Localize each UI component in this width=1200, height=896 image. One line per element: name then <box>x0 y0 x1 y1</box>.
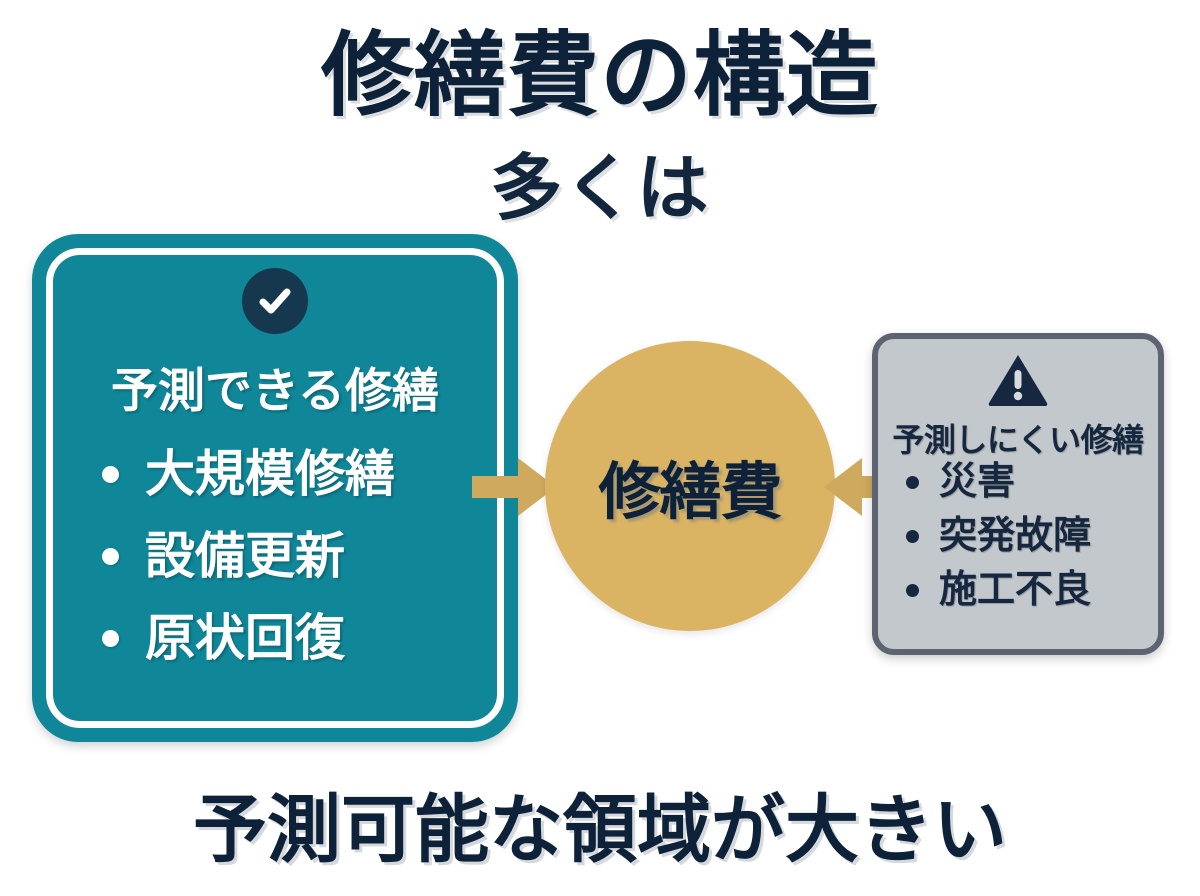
hub-label: 修繕費 <box>598 458 782 527</box>
page-subtitle: 多くは <box>490 149 710 229</box>
bullet-dot-icon <box>102 547 119 565</box>
arrow-right-icon <box>472 458 556 516</box>
unpredictable-repairs-card: 予測しにくい修繕 災害 突発故障 施工不良 <box>872 333 1164 655</box>
unpredictable-items-list: 災害 突発故障 施工不良 <box>906 461 1156 623</box>
unpredictable-card-heading: 予測しにくい修繕 <box>892 422 1144 458</box>
warning-triangle-icon <box>987 353 1049 407</box>
predictable-repairs-card: 予測できる修繕 大規模修繕 設備更新 原状回復 <box>32 234 518 742</box>
list-item-label: 施工不良 <box>939 569 1092 611</box>
list-item-label: 災害 <box>939 461 1016 503</box>
bullet-dot-icon <box>102 629 119 647</box>
list-item: 突発故障 <box>906 515 1156 557</box>
list-item-label: 大規模修繕 <box>145 446 395 502</box>
predictable-card-heading: 予測できる修繕 <box>110 364 440 417</box>
predictable-items-list: 大規模修繕 設備更新 原状回復 <box>102 446 502 692</box>
list-item-label: 原状回復 <box>145 610 345 666</box>
arrow-left-icon <box>824 458 908 516</box>
list-item-label: 設備更新 <box>145 528 345 584</box>
list-item: 大規模修繕 <box>102 446 502 502</box>
list-item: 施工不良 <box>906 569 1156 611</box>
list-item: 設備更新 <box>102 528 502 584</box>
bullet-dot-icon <box>906 529 919 543</box>
check-circle-icon <box>242 268 308 334</box>
bullet-dot-icon <box>906 475 919 489</box>
list-item: 原状回復 <box>102 610 502 666</box>
bullet-dot-icon <box>906 583 919 597</box>
conclusion-text: 予測可能な領域が大きい <box>193 788 1007 871</box>
page-title: 修繕費の構造 <box>320 25 879 127</box>
list-item: 災害 <box>906 461 1156 503</box>
bullet-dot-icon <box>102 465 119 483</box>
list-item-label: 突発故障 <box>939 515 1092 557</box>
repair-cost-hub: 修繕費 <box>545 341 835 631</box>
